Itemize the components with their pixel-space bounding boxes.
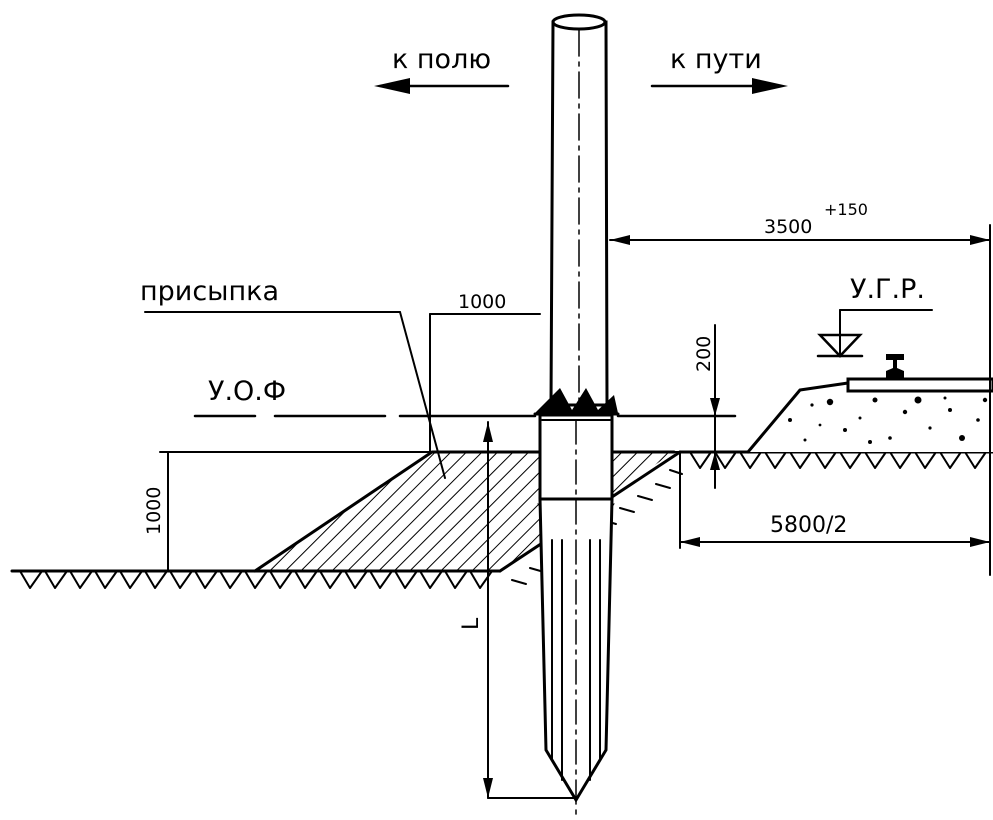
dimension-1000-top (429, 313, 541, 453)
arrow-to-track (650, 78, 788, 94)
foundation (537, 413, 615, 816)
dim-L-label: L (459, 617, 484, 630)
dimension-3500 (609, 224, 991, 576)
backfill-label: присыпка (140, 276, 279, 307)
dimension-L (483, 421, 577, 799)
to-field-label: к полю (392, 44, 491, 75)
pole (533, 13, 620, 416)
rail-head-level-label: У.Г.Р. (850, 274, 925, 305)
foundation-level-label: У.О.Ф (208, 376, 286, 407)
dim-1000-left-label: 1000 (143, 487, 165, 535)
dimension-200 (710, 324, 720, 489)
dimension-5800 (679, 451, 991, 549)
dim-200-label: 200 (693, 336, 715, 372)
arrow-to-field (374, 78, 510, 94)
ground-right (678, 450, 993, 469)
dim-3500-label: 3500 (764, 216, 812, 238)
ground-left (10, 569, 502, 589)
dim-3500-tolerance: +150 (824, 200, 868, 219)
rail-head-level-marker (816, 309, 933, 358)
to-track-label: к пути (670, 44, 762, 75)
dim-1000-top-label: 1000 (458, 291, 506, 313)
ballast (746, 381, 993, 454)
backfill-leader (144, 311, 446, 479)
rail (846, 354, 993, 393)
dim-5800-label: 5800/2 (770, 513, 847, 538)
